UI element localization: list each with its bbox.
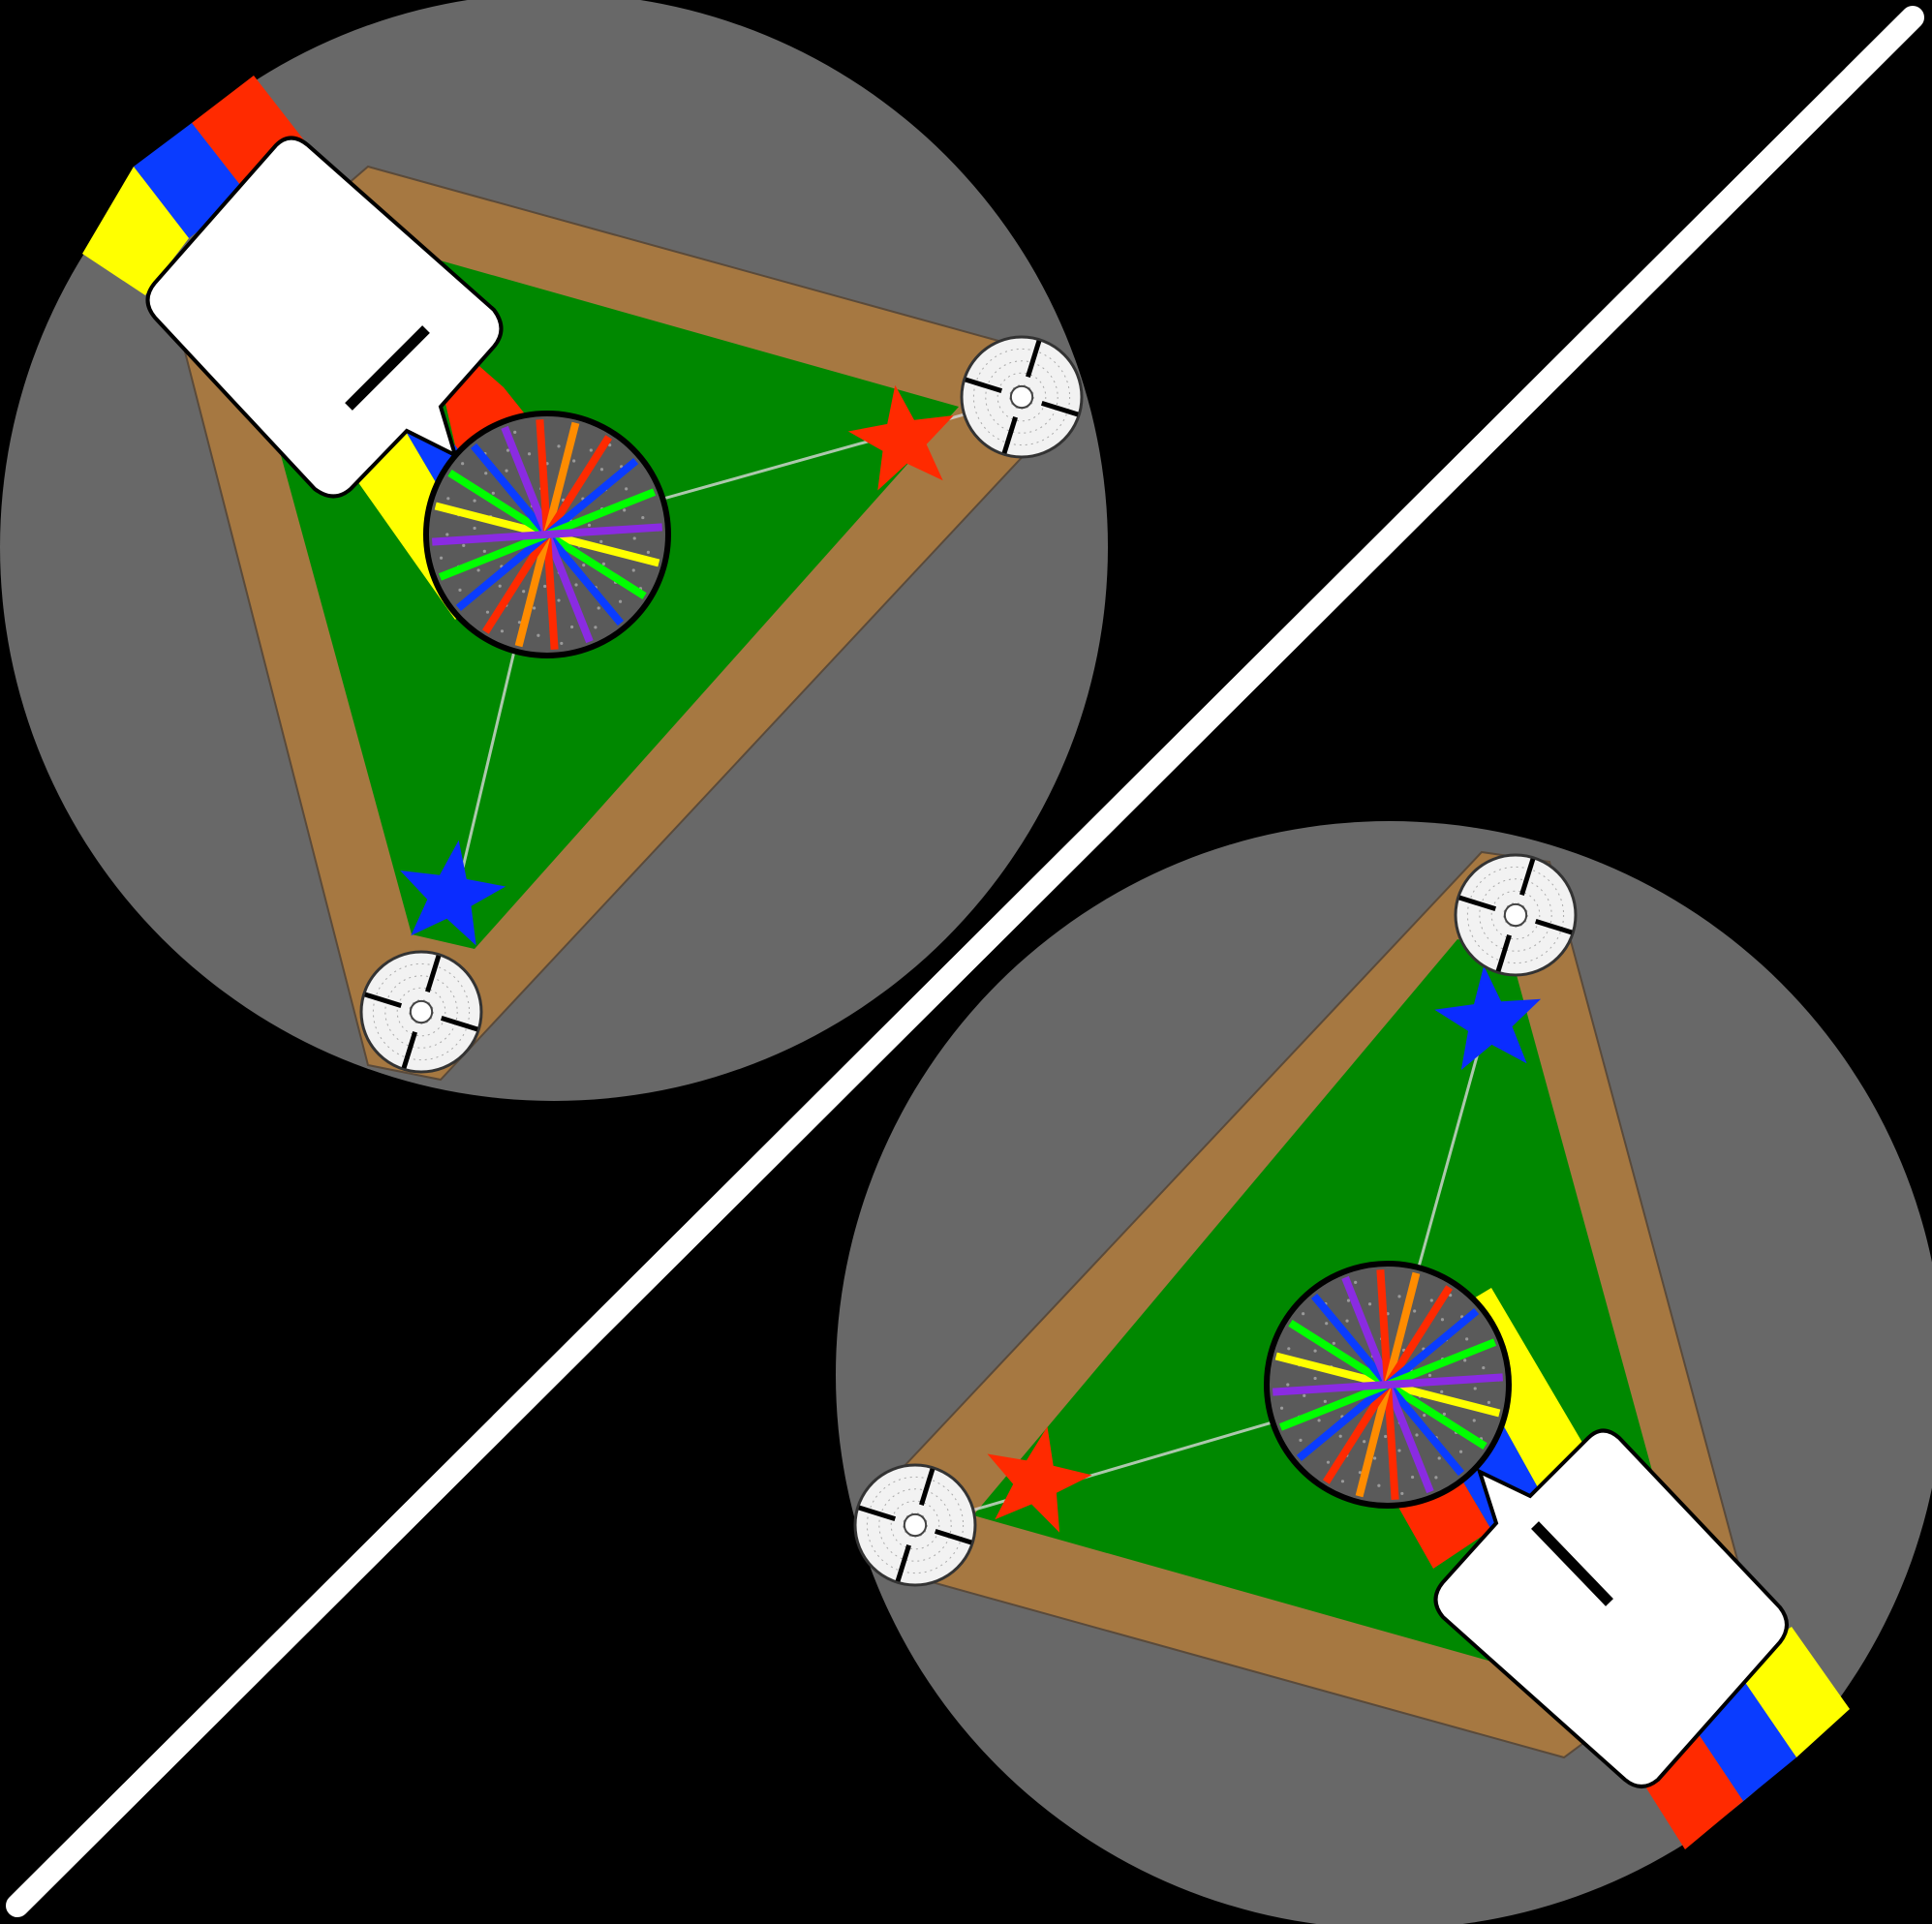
arena-top-left: — xyxy=(0,0,1108,1101)
wheel-speckle xyxy=(483,550,486,553)
wheel-speckle xyxy=(528,452,531,455)
wheel-speckle xyxy=(1363,1440,1365,1443)
wheel-speckle xyxy=(1423,1414,1426,1417)
corner-token-icon[interactable] xyxy=(855,1465,975,1585)
wheel-speckle xyxy=(1415,1433,1418,1436)
wheel-speckle xyxy=(543,585,546,588)
wheel-speckle xyxy=(1428,1374,1431,1377)
token-center xyxy=(411,1001,432,1023)
wheel-speckle xyxy=(1397,1295,1400,1298)
wheel-speckle xyxy=(1333,1342,1335,1345)
wheel-speckle xyxy=(473,527,475,530)
wheel-speckle xyxy=(1459,1451,1462,1453)
wheel-speckle xyxy=(499,585,502,588)
wheel-speckle xyxy=(1430,1298,1433,1301)
wheel-speckle xyxy=(572,459,575,462)
wheel-speckle xyxy=(1434,1476,1437,1479)
wheel-speckle xyxy=(486,611,489,614)
wheel-speckle xyxy=(1280,1407,1283,1410)
wheel-speckle xyxy=(619,600,622,603)
wheel-speckle xyxy=(446,497,449,500)
wheel-speckle xyxy=(1400,1492,1403,1495)
wheel-speckle xyxy=(505,470,507,473)
wheel-speckle xyxy=(1303,1394,1305,1397)
wheel-speckle xyxy=(633,536,636,539)
wheel-speckle xyxy=(1487,1401,1490,1404)
color-wheel-icon[interactable] xyxy=(426,413,668,656)
wheel-speckle xyxy=(570,626,573,628)
wheel-speckle xyxy=(1341,1480,1344,1482)
wheel-speckle xyxy=(1324,1400,1327,1403)
wheel-speckle xyxy=(1313,1377,1316,1380)
wheel-speckle xyxy=(1325,1322,1328,1325)
wheel-speckle xyxy=(623,508,626,511)
corner-token-icon[interactable] xyxy=(1456,855,1576,975)
wheel-speckle xyxy=(1411,1476,1414,1479)
wheel-speckle xyxy=(445,533,448,535)
wheel-speckle xyxy=(598,606,600,609)
wheel-speckle xyxy=(458,589,461,592)
wheel-speckle xyxy=(1413,1309,1416,1312)
wheel-speckle xyxy=(537,634,539,637)
wheel-speckle xyxy=(476,568,479,571)
wheel-speckle xyxy=(1482,1366,1485,1369)
wheel-speckle xyxy=(647,551,650,554)
corner-token-icon[interactable] xyxy=(962,337,1082,457)
wheel-speckle xyxy=(492,492,495,495)
wheel-speckle xyxy=(594,626,597,628)
wheel-speckle xyxy=(1299,1439,1302,1442)
wheel-speckle xyxy=(1474,1387,1477,1390)
wheel-speckle xyxy=(1377,1484,1380,1487)
token-center xyxy=(1011,386,1032,408)
token-center xyxy=(1505,904,1526,926)
wheel-speckle xyxy=(574,583,577,586)
wheel-speckle xyxy=(1465,1337,1468,1340)
wheel-speckle xyxy=(1438,1456,1441,1459)
wheel-speckle xyxy=(1368,1302,1371,1305)
wheel-speckle xyxy=(1373,1456,1376,1459)
wheel-speckle xyxy=(513,431,516,434)
wheel-speckle xyxy=(473,499,475,502)
wheel-speckle xyxy=(1397,1449,1400,1451)
wheel-speckle xyxy=(501,629,504,632)
wheel-speckle xyxy=(506,449,509,452)
wheel-speckle xyxy=(1463,1359,1466,1361)
wheel-speckle xyxy=(1354,1281,1357,1284)
wheel-speckle xyxy=(522,590,525,593)
token-center xyxy=(905,1514,926,1536)
wheel-speckle xyxy=(599,540,602,543)
wheel-speckle xyxy=(590,448,593,451)
wheel-speckle xyxy=(1473,1419,1476,1421)
wheel-speckle xyxy=(600,468,603,471)
wheel-speckle xyxy=(1441,1318,1444,1321)
wheel-speckle xyxy=(1302,1312,1304,1315)
wheel-speckle xyxy=(1286,1383,1289,1386)
wheel-speckle xyxy=(1384,1435,1387,1438)
wheel-speckle xyxy=(1440,1390,1443,1393)
wheel-speckle xyxy=(560,642,563,645)
wheel-speckle xyxy=(1327,1461,1330,1464)
wheel-speckle xyxy=(461,462,464,465)
wheel-speckle xyxy=(1287,1347,1290,1350)
color-wheel-icon[interactable] xyxy=(1267,1264,1509,1506)
wheel-speckle xyxy=(484,472,487,474)
wheel-speckle xyxy=(641,516,644,519)
wheel-speckle xyxy=(440,557,443,560)
corner-token-icon[interactable] xyxy=(361,952,481,1072)
wheel-speckle xyxy=(1347,1299,1350,1302)
wheel-speckle xyxy=(557,598,560,601)
wheel-speckle xyxy=(625,487,628,490)
wheel-speckle xyxy=(582,564,585,566)
wheel-speckle xyxy=(1339,1435,1342,1438)
wheel-speckle xyxy=(1345,1320,1348,1323)
wheel-speckle xyxy=(588,524,591,527)
wheel-speckle xyxy=(1313,1349,1316,1352)
wheel-speckle xyxy=(632,568,635,571)
wheel-speckle xyxy=(1317,1419,1320,1421)
wheel-speckle xyxy=(462,544,465,547)
wheel-speckle xyxy=(533,606,536,609)
wheel-speckle xyxy=(557,444,560,447)
